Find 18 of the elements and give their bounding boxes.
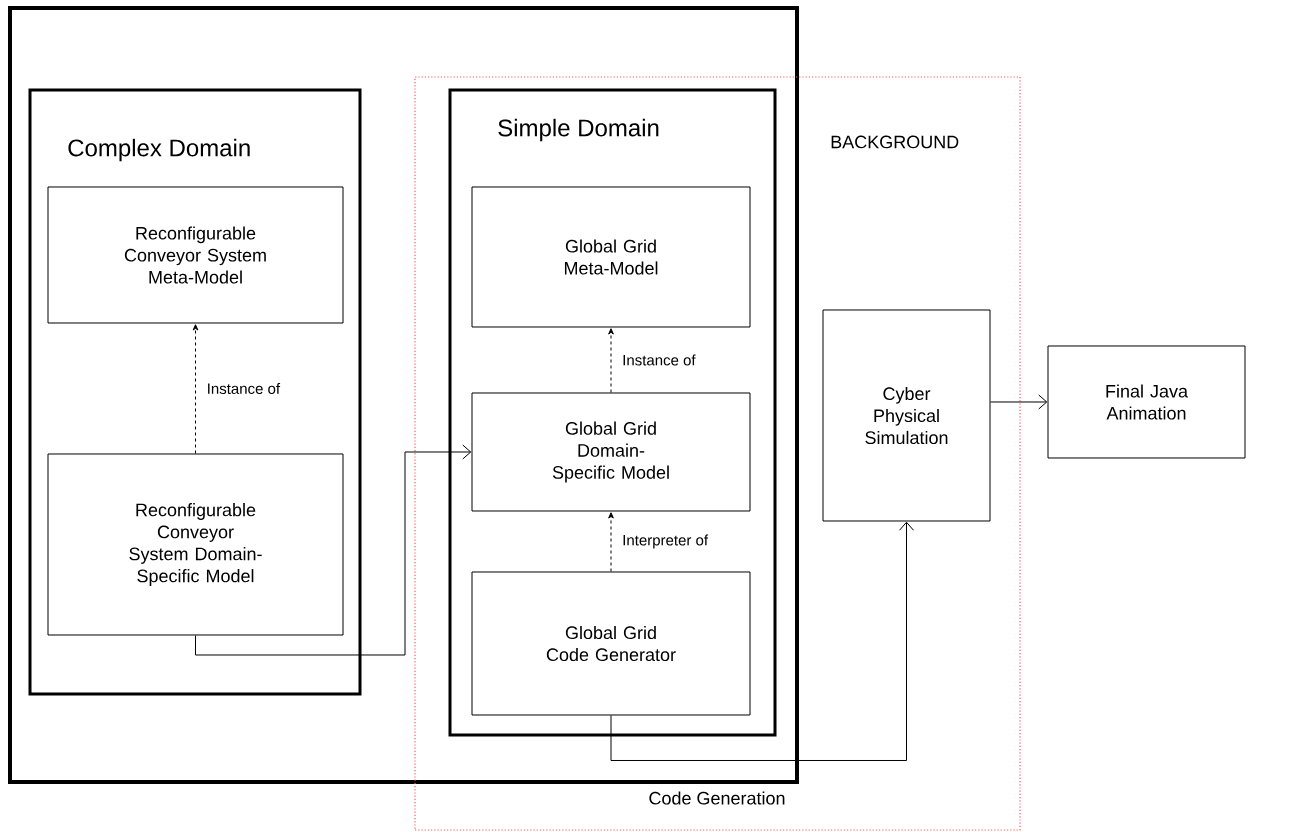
arrow: [610, 521, 914, 761]
arrow: [608, 512, 614, 572]
process-box: Global Grid Domain-Specific Model: [471, 392, 751, 512]
arrow: [608, 328, 614, 393]
arrow: [990, 394, 1048, 410]
process-box: Cyber Physical Simulation: [822, 309, 991, 522]
process-box: Global Grid Meta-Model: [471, 186, 751, 328]
container-box: [8, 6, 799, 784]
process-box: Final Java Animation: [1047, 345, 1246, 459]
process-box: Global Grid Code Generator: [471, 571, 751, 716]
edge-label: Interpreter of: [621, 533, 710, 550]
arrow: [195, 444, 472, 656]
process-box: Reconfigurable Conveyor System Domain-Specific Model: [47, 453, 344, 636]
region-label: Code Generation: [649, 791, 785, 805]
edge-label: Instance of: [621, 353, 697, 367]
arrow: [192, 324, 199, 454]
process-box: Reconfigurable Conveyor System Meta-Model: [47, 186, 344, 324]
edge-label: Instance of: [205, 382, 282, 395]
